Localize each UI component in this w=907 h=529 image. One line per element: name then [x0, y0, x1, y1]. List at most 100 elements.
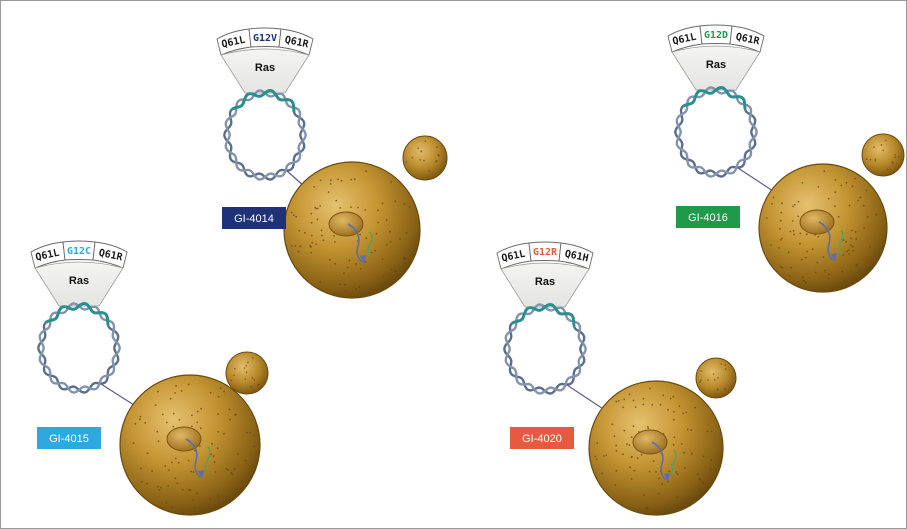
- cell-dot: [697, 473, 699, 475]
- cell-dot: [631, 478, 633, 480]
- cell-dot: [643, 398, 645, 400]
- cell-dot: [190, 489, 192, 491]
- cell-dot: [725, 364, 727, 366]
- cell-dot: [622, 453, 624, 455]
- cell-dot: [626, 443, 628, 445]
- cell-dot: [151, 470, 153, 472]
- cell-dot: [846, 251, 848, 253]
- cell-dot: [436, 146, 438, 148]
- cell-dot: [710, 459, 712, 461]
- cell-dot: [310, 252, 312, 254]
- cell-dot: [838, 216, 840, 218]
- nucleus: [167, 427, 201, 451]
- cell-dot: [197, 411, 199, 413]
- cell-dot: [672, 396, 674, 398]
- gene-label: Ras: [69, 275, 89, 287]
- cell-dot: [646, 508, 648, 510]
- cell-dot: [662, 394, 664, 396]
- cell-dot: [300, 245, 302, 247]
- cell-dot: [711, 431, 713, 433]
- cell-dot: [641, 454, 643, 456]
- mutation-label: G12R: [533, 247, 558, 258]
- nucleus: [800, 210, 834, 234]
- cell-dot: [314, 207, 316, 209]
- cell-dot: [403, 257, 405, 259]
- cell-dot: [191, 415, 193, 417]
- cell-dot: [319, 205, 321, 207]
- cell-dot: [817, 236, 819, 238]
- cell-dot: [217, 413, 219, 415]
- cell-dot: [852, 185, 854, 187]
- cell-dot: [404, 258, 406, 260]
- cell-dot: [227, 469, 229, 471]
- cell-dot: [616, 470, 618, 472]
- cell-dot: [863, 205, 865, 207]
- cell-dot: [328, 191, 330, 193]
- product-tag: GI-4015: [37, 427, 101, 449]
- cell-dot: [217, 447, 219, 449]
- cell-dot: [365, 237, 367, 239]
- cell-dot: [673, 444, 675, 446]
- cell-dot: [780, 266, 782, 268]
- cell-dot: [246, 371, 248, 373]
- cell-dot: [188, 489, 190, 491]
- cell-dot: [799, 233, 801, 235]
- cell-dot: [319, 281, 321, 283]
- cell-dot: [140, 416, 142, 418]
- cell-dot: [852, 246, 854, 248]
- cell-dot: [794, 204, 796, 206]
- cell-dot: [295, 216, 297, 218]
- cell-dot: [320, 179, 322, 181]
- yeast-cell: [759, 134, 904, 292]
- cell-dot: [892, 162, 894, 164]
- cell-dot: [133, 442, 135, 444]
- cell-dot: [691, 453, 693, 455]
- cell-dot: [673, 436, 675, 438]
- cell-dot: [350, 206, 352, 208]
- cell-dot: [676, 471, 678, 473]
- cell-dot: [252, 357, 254, 359]
- cell-dot: [199, 445, 201, 447]
- cell-dot: [188, 384, 190, 386]
- cell-dot: [355, 288, 357, 290]
- cell-dot: [885, 140, 887, 142]
- cell-dot: [835, 179, 837, 181]
- cell-dot: [404, 203, 406, 205]
- cell-dot: [310, 213, 312, 215]
- cell-dot: [213, 455, 215, 457]
- product-tag: GI-4014: [222, 207, 286, 229]
- cell-dot: [304, 232, 306, 234]
- cell-dot: [661, 483, 663, 485]
- cell-dot: [658, 478, 660, 480]
- cell-dot: [166, 502, 168, 504]
- ras-insert: [512, 305, 574, 327]
- cell-dot: [382, 258, 384, 260]
- cell-dot: [311, 242, 313, 244]
- cell-dot: [615, 445, 617, 447]
- mutation-fan: Q61LG12CQ61RRas: [31, 241, 127, 306]
- cell-dot: [220, 387, 222, 389]
- cell-dot: [898, 156, 900, 158]
- cell-dot: [200, 427, 202, 429]
- cell-dot: [134, 423, 136, 425]
- cell-dot: [188, 460, 190, 462]
- cell-dot: [647, 427, 649, 429]
- cell-dot: [237, 453, 239, 455]
- yeast-bud: [862, 134, 904, 176]
- cell-dot: [848, 253, 850, 255]
- yeast-cell: [589, 358, 736, 515]
- cell-dot: [234, 368, 236, 370]
- cell-dot: [228, 409, 230, 411]
- cell-dot: [677, 473, 679, 475]
- cell-dot: [423, 160, 425, 162]
- cell-dot: [828, 274, 830, 276]
- cell-dot: [334, 263, 336, 265]
- cell-dot: [172, 426, 174, 428]
- cell-dot: [217, 431, 219, 433]
- cell-dot: [717, 377, 719, 379]
- cell-dot: [250, 386, 252, 388]
- cell-dot: [311, 235, 313, 237]
- cell-dot: [664, 507, 666, 509]
- cell-dot: [713, 373, 715, 375]
- cell-dot: [323, 239, 325, 241]
